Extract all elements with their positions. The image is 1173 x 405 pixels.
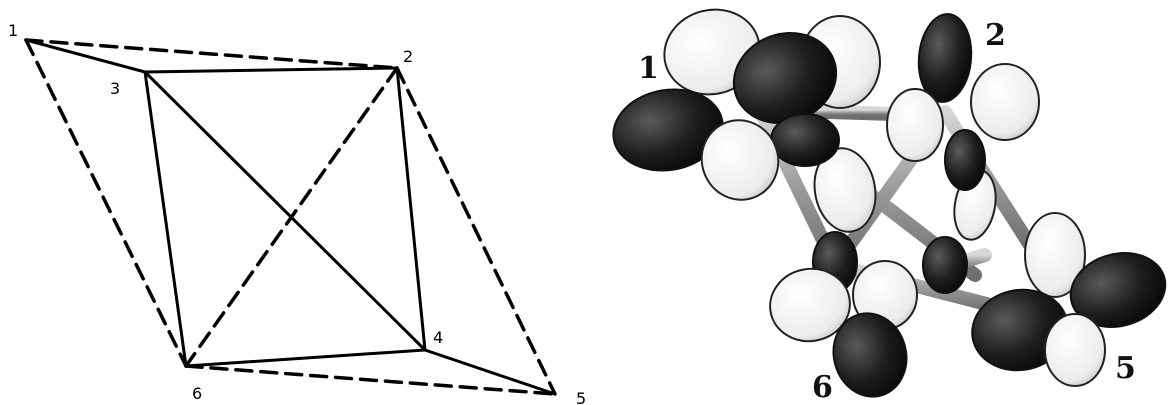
orbital-lobe — [944, 129, 986, 191]
edge-2-6 — [184, 66, 399, 368]
orbital-cluster-1 — [612, 8, 881, 201]
vertex-label-6: 6 — [192, 384, 202, 403]
orbital-lobe — [612, 88, 724, 172]
edge-6-4 — [184, 348, 427, 368]
orbital-lobe — [1024, 212, 1086, 298]
orbital-labels: 1 2 5 6 — [638, 18, 1136, 405]
orbital-lobe — [700, 119, 780, 201]
vertex-label-2: 2 — [403, 47, 413, 66]
edge-3-2 — [143, 66, 399, 74]
wireframe-labels: 1 2 3 4 5 6 — [8, 21, 586, 405]
edge-3-6 — [143, 70, 188, 368]
orbital-lobe — [832, 312, 908, 398]
edge-3-4 — [143, 70, 427, 352]
orbital-cluster-5 — [971, 212, 1167, 387]
edge-1-3 — [24, 38, 147, 74]
orbital-lobe — [886, 88, 944, 162]
vertex-label-4: 4 — [433, 328, 443, 347]
orbital-lobe — [770, 113, 840, 167]
orbital-cluster-6 — [769, 231, 918, 398]
wireframe-diagram — [24, 38, 557, 396]
orbital-label-5: 5 — [1115, 351, 1136, 386]
orbital-label-6: 6 — [812, 370, 833, 405]
edge-6-5 — [184, 364, 557, 396]
vertex-label-5: 5 — [576, 389, 586, 405]
edge-4-5 — [423, 348, 557, 396]
orbital-lobe — [922, 236, 968, 294]
edge-1-2 — [24, 38, 399, 70]
orbital-lobe — [1069, 252, 1167, 328]
dashed-edges — [24, 38, 557, 396]
edge-2-4 — [395, 66, 427, 352]
vertex-label-1: 1 — [8, 21, 18, 40]
edge-1-6 — [24, 38, 188, 368]
solid-edges — [24, 38, 557, 396]
vertex-label-3: 3 — [110, 79, 120, 98]
orbital-lobe — [769, 267, 851, 343]
orbital-lobe — [1044, 313, 1106, 387]
edge-2-5 — [395, 66, 557, 396]
orbital-rendering: 1 2 5 6 — [612, 8, 1167, 405]
orbital-label-1: 1 — [638, 51, 659, 86]
orbital-label-2: 2 — [985, 18, 1006, 53]
orbital-lobe — [970, 63, 1040, 141]
orbital-lobe — [917, 13, 973, 103]
orbital-cluster-2 — [886, 13, 1040, 191]
